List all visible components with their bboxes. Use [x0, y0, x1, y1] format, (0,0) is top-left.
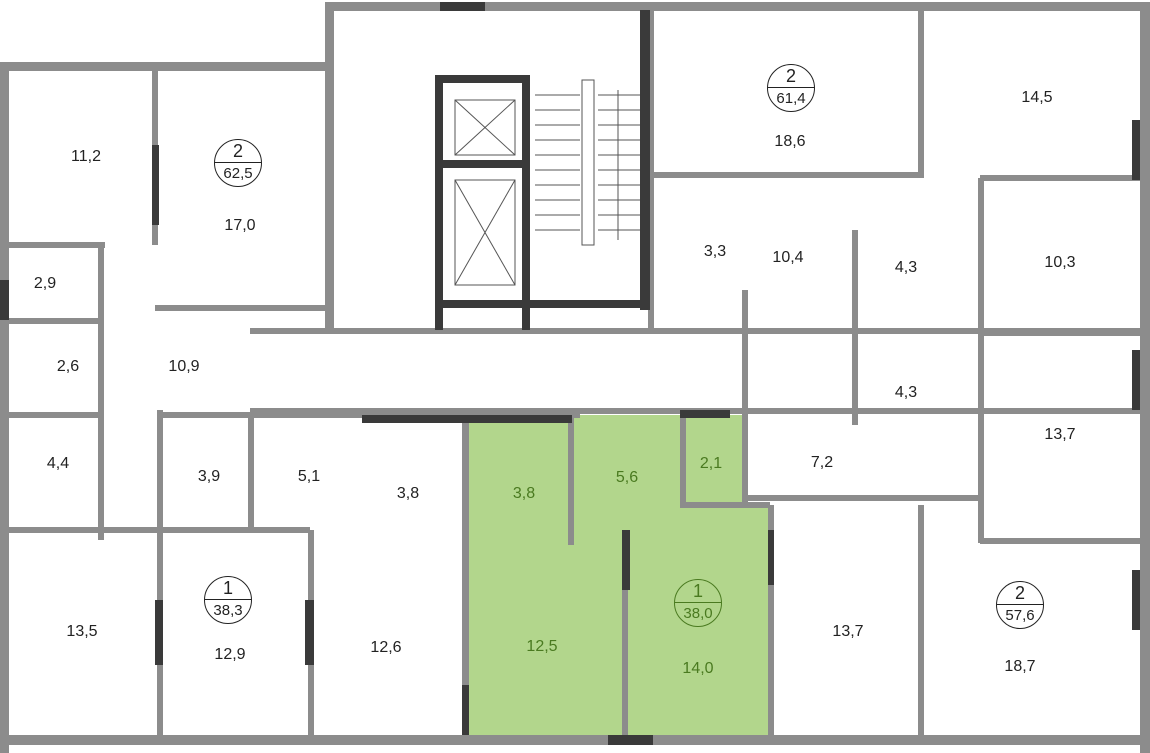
room-area: 3,9: [197, 468, 221, 485]
room-area: 3,8: [512, 485, 536, 502]
room-area: 2,6: [56, 358, 80, 375]
apartment-area: 38,0: [683, 605, 713, 622]
room-area: 10,3: [1044, 254, 1076, 271]
apartment-area: 38,3: [213, 602, 243, 619]
room-area: 10,9: [168, 358, 200, 375]
room-area: 2,9: [33, 275, 57, 292]
apartment-rooms: 1: [205, 577, 251, 600]
room-area: 2,1: [699, 455, 723, 472]
room-area: 12,5: [526, 638, 558, 655]
room-area: 12,9: [214, 646, 246, 663]
room-area: 4,3: [894, 384, 918, 401]
room-area: 3,8: [396, 485, 420, 502]
room-area: 14,0: [682, 660, 714, 677]
room-area: 18,7: [1004, 658, 1036, 675]
apartment-area: 57,6: [1005, 607, 1035, 624]
apartment-rooms: 1: [675, 580, 721, 603]
room-area: 13,5: [66, 623, 98, 640]
selected-apartment-fill[interactable]: [465, 415, 770, 735]
room-area: 12,6: [370, 639, 402, 656]
room-area: 4,4: [46, 455, 70, 472]
room-area: 13,7: [1044, 426, 1076, 443]
stair-steps: [535, 90, 640, 240]
room-area: 3,3: [703, 243, 727, 260]
room-area: 17,0: [224, 217, 256, 234]
stair-elevator: [454, 79, 595, 286]
room-area: 10,4: [772, 249, 804, 266]
dark-walls: [0, 2, 1140, 745]
room-area: 14,5: [1021, 89, 1053, 106]
room-area: 18,6: [774, 133, 806, 150]
room-area: 4,3: [894, 259, 918, 276]
room-area: 5,1: [297, 468, 321, 485]
room-area: 11,2: [71, 148, 101, 165]
apartment-rooms: 2: [997, 582, 1043, 605]
apartment-rooms: 2: [768, 65, 814, 88]
apartment-area: 61,4: [776, 90, 806, 107]
room-area: 13,7: [832, 623, 864, 640]
apartment-rooms: 2: [215, 140, 261, 163]
apartment-area: 62,5: [223, 165, 253, 182]
room-area: 5,6: [615, 469, 639, 486]
room-area: 7,2: [810, 454, 834, 471]
